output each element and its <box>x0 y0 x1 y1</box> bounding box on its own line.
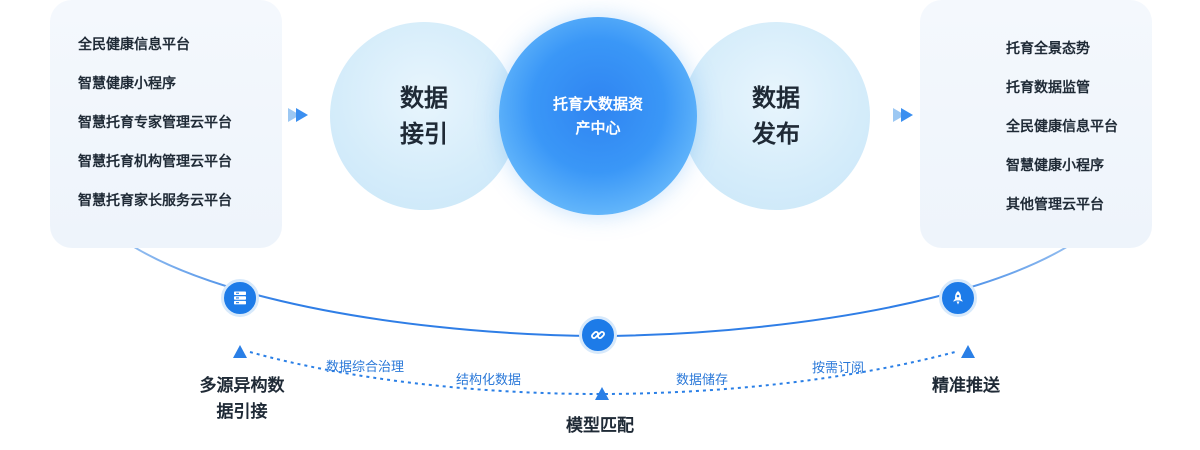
source-systems-list: 全民健康信息平台 智慧健康小程序 智慧托育专家管理云平台 智慧托育机构管理云平台… <box>78 33 232 228</box>
source-item: 智慧托育机构管理云平台 <box>78 154 232 170</box>
dashed-flow-right <box>597 351 956 395</box>
source-item: 智慧健康小程序 <box>78 76 176 92</box>
flow-label-structured: 结构化数据 <box>456 373 522 388</box>
output-systems-panel: 托育全景态势 托育数据监管 全民健康信息平台 智慧健康小程序 其他管理云平台 <box>920 0 1152 248</box>
rocket-node <box>939 279 977 317</box>
marker-right <box>961 345 975 358</box>
data-center-circle: 托育大数据资产中心 <box>499 17 697 215</box>
source-item: 智慧托育家长服务云平台 <box>78 193 232 209</box>
data-ingest-circle: 数据接引 <box>330 22 518 210</box>
rocket-icon <box>953 291 963 305</box>
stage-model-matching: 模型匹配 <box>566 416 634 436</box>
data-publish-circle: 数据发布 <box>682 22 870 210</box>
source-systems-panel: 全民健康信息平台 智慧健康小程序 智慧托育专家管理云平台 智慧托育机构管理云平台… <box>50 0 282 248</box>
stage-multi-source: 多源异构数据引接 <box>199 376 285 422</box>
data-center-label: 托育大数据资产中心 <box>552 95 643 137</box>
link-node <box>579 316 617 354</box>
link-icon <box>591 331 605 339</box>
output-item: 托育数据监管 <box>1006 80 1090 96</box>
source-item: 智慧托育专家管理云平台 <box>78 115 232 131</box>
output-systems-list: 托育全景态势 托育数据监管 全民健康信息平台 智慧健康小程序 其他管理云平台 <box>1006 37 1118 232</box>
data-ingest-label: 数据接引 <box>400 84 448 148</box>
data-publish-label: 数据发布 <box>752 84 800 148</box>
server-icon <box>234 291 246 305</box>
marker-left <box>233 345 247 358</box>
output-item: 托育全景态势 <box>1006 41 1090 57</box>
marker-center <box>595 387 609 400</box>
source-item: 全民健康信息平台 <box>78 37 190 53</box>
output-item: 其他管理云平台 <box>1006 197 1104 213</box>
dashed-flow-left <box>249 351 599 395</box>
server-node <box>221 279 259 317</box>
chevron-right-icon <box>288 108 308 122</box>
output-item: 智慧健康小程序 <box>1006 158 1104 174</box>
stage-precise-push: 精准推送 <box>932 376 1000 396</box>
flow-label-subscription: 按需订阅 <box>812 361 865 376</box>
output-item: 全民健康信息平台 <box>1006 119 1118 135</box>
flow-label-governance: 数据综合治理 <box>326 360 405 375</box>
chevron-right-icon <box>893 108 913 122</box>
flow-label-storage: 数据储存 <box>676 373 729 388</box>
